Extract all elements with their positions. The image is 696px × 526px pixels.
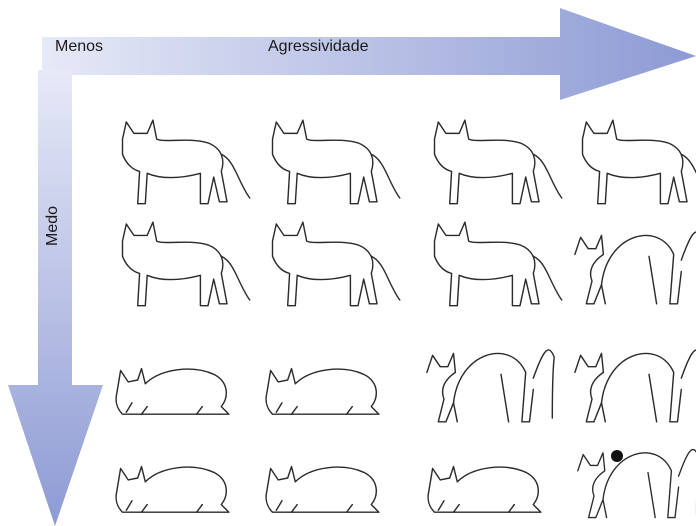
cat-crouched-hissing-icon xyxy=(428,467,541,513)
cat-arched-back-hissing-icon xyxy=(575,350,696,422)
fear-axis-label: Medo xyxy=(44,206,62,246)
cat-defensive-stance-icon xyxy=(575,232,696,304)
cat-eye-icon xyxy=(611,450,623,462)
aggression-arrow xyxy=(42,8,696,100)
cat-crouched-walking-icon xyxy=(273,222,400,306)
cat-standing-alert-icon xyxy=(273,120,400,204)
fear-arrow xyxy=(8,70,103,526)
cat-crouched-ears-back-icon xyxy=(116,467,229,513)
aggression-axis-label: Agressividade xyxy=(268,38,369,56)
cat-crouched-icon xyxy=(116,369,229,415)
corner-label-menos: Menos xyxy=(55,38,103,56)
cat-arched-back-icon xyxy=(427,350,554,422)
cat-standing-relaxed-icon xyxy=(123,120,250,204)
cat-arched-back-facing-icon xyxy=(578,450,696,518)
cat-crouched-fearful-icon xyxy=(266,467,379,513)
cat-crouched-flattened-icon xyxy=(266,369,379,415)
cat-head-down-tense-icon xyxy=(435,222,562,306)
cat-head-lowered-icon xyxy=(123,222,250,306)
cat-standing-tense-icon xyxy=(583,120,696,204)
cat-standing-stiff-icon xyxy=(435,120,562,204)
